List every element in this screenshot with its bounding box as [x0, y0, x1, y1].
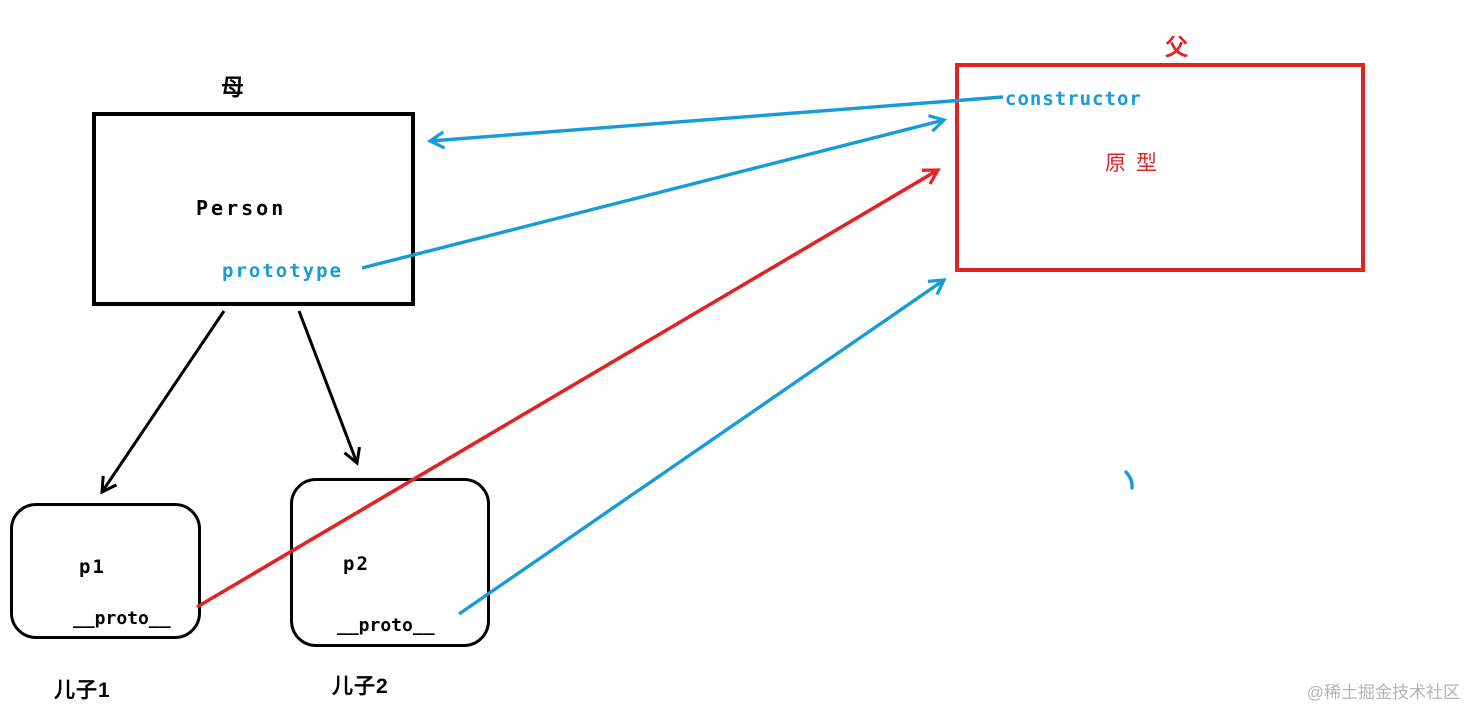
- person-label: Person: [196, 196, 287, 220]
- arrow-prototype-to-proto-object: [361, 114, 948, 270]
- p2-box: p2 __proto__: [290, 478, 490, 647]
- arrow-p2-proto-to-proto-object: [458, 278, 947, 616]
- p1-caption: 儿子1: [54, 679, 111, 702]
- father-label: 父: [1165, 34, 1188, 60]
- prototype-label: prototype: [222, 260, 343, 282]
- watermark: @稀土掘金技术社区: [1306, 683, 1460, 702]
- p2-proto-label: __proto__: [337, 615, 435, 636]
- proto-object-box: constructor 原型: [955, 63, 1365, 272]
- person-box: Person prototype: [92, 112, 415, 306]
- p2-label: p2: [343, 553, 370, 575]
- proto-object-label: 原型: [1105, 152, 1167, 175]
- arrow-person-to-p2: [297, 310, 361, 466]
- p1-label: p1: [79, 556, 106, 578]
- arrow-constructor-to-person: [426, 95, 1004, 150]
- p1-box: p1 __proto__: [10, 503, 201, 639]
- mother-label: 母: [221, 74, 244, 100]
- stray-tick-mark: [1124, 470, 1134, 490]
- arrow-person-to-p1: [100, 310, 226, 495]
- constructor-label: constructor: [1005, 88, 1142, 110]
- p2-caption: 儿子2: [332, 675, 389, 698]
- p1-proto-label: __proto__: [73, 608, 171, 629]
